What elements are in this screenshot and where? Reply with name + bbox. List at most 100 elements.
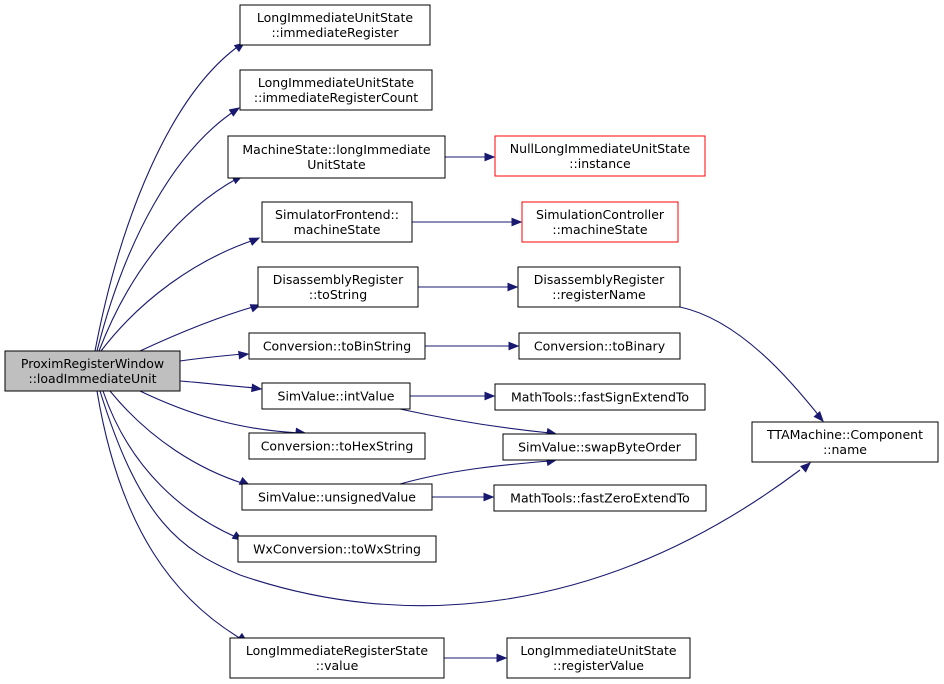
node-label-line: ::loadImmediateUnit — [29, 371, 157, 386]
edge-root-to-n2 — [96, 107, 241, 352]
edge-line — [139, 305, 257, 352]
node-box — [261, 382, 411, 410]
node-label-line: ProximRegisterWindow — [21, 356, 164, 371]
node-label-line: SimulatorFrontend:: — [275, 207, 399, 222]
edge-n19-to-n20 — [444, 653, 508, 663]
node-box — [239, 4, 431, 46]
edge-root-to-n5 — [100, 237, 261, 352]
node-label-line: Conversion::toBinString — [263, 339, 411, 354]
function-node[interactable]: SimValue::unsignedValue — [241, 483, 433, 511]
node-label-line: DisassemblyRegister — [273, 272, 404, 287]
node-box — [239, 69, 433, 111]
function-node[interactable]: SimulationController::machineState — [521, 201, 679, 243]
node-label-line: ::immediateRegisterCount — [254, 90, 418, 105]
edge-line — [679, 306, 821, 418]
node-label-line: SimulationController — [536, 207, 665, 222]
node-label-line: UnitState — [307, 157, 366, 172]
function-node[interactable]: SimValue::intValue — [261, 382, 411, 410]
function-node[interactable]: SimValue::swapByteOrder — [502, 433, 697, 461]
function-node[interactable]: LongImmediateUnitState::immediateRegiste… — [239, 69, 433, 111]
function-node[interactable]: SimulatorFrontend::machineState — [261, 201, 413, 243]
node-label-line: ::toString — [309, 287, 367, 302]
function-node[interactable]: DisassemblyRegister::registerName — [517, 266, 681, 308]
node-box — [248, 432, 426, 460]
edge-root-to-n11 — [179, 380, 263, 393]
node-box — [241, 483, 433, 511]
node-box — [521, 201, 679, 243]
node-label-line: NullLongImmediateUnitState — [510, 141, 691, 156]
edge-arrowhead — [483, 492, 495, 502]
edge-arrowhead — [496, 653, 508, 663]
edge-line — [94, 44, 241, 352]
edge-line — [96, 109, 237, 352]
edge-n8-to-n18 — [679, 306, 824, 423]
node-label-line: LongImmediateRegisterState — [246, 643, 428, 658]
edge-arrowhead — [484, 391, 496, 401]
node-label-line: SimValue::unsignedValue — [258, 490, 416, 505]
function-node[interactable]: NullLongImmediateUnitState::instance — [494, 135, 706, 177]
node-box — [493, 484, 707, 512]
function-node[interactable]: MathTools::fastSignExtendTo — [494, 383, 706, 411]
node-label-line: Conversion::toBinary — [534, 339, 666, 354]
edge-line — [109, 390, 246, 485]
function-node[interactable]: Conversion::toBinary — [518, 332, 681, 360]
node-label-line: ::name — [823, 442, 867, 457]
node-label-line: ::machineState — [552, 222, 648, 237]
root-function-node[interactable]: ProximRegisterWindow::loadImmediateUnit — [4, 350, 181, 392]
node-label-line: ::instance — [569, 156, 631, 171]
node-box — [248, 332, 426, 360]
function-node[interactable]: Conversion::toHexString — [248, 432, 426, 460]
node-label-line: MathTools::fastZeroExtendTo — [510, 491, 690, 506]
node-label-line: TTAMachine::Component — [766, 427, 923, 442]
edge-line — [99, 390, 801, 607]
edge-n15-to-n13 — [399, 457, 558, 485]
edge-n15-to-n16 — [432, 492, 495, 502]
edge-root-to-n7 — [139, 304, 262, 352]
edge-root-to-n3 — [98, 175, 244, 352]
node-label-line: ::registerName — [552, 287, 646, 302]
edge-arrowhead — [248, 237, 261, 246]
node-box — [751, 421, 939, 463]
edge-arrowhead — [251, 383, 263, 393]
function-node[interactable]: LongImmediateUnitState::immediateRegiste… — [239, 4, 431, 46]
node-box — [502, 433, 697, 461]
edge-line — [179, 353, 244, 362]
node-label-line: WxConversion::toWxString — [253, 542, 421, 557]
node-label-line: SimValue::intValue — [278, 389, 395, 404]
edge-line — [102, 390, 239, 539]
edge-arrowhead — [813, 410, 824, 423]
node-label-line: ::value — [316, 658, 359, 673]
edge-arrowhead — [484, 152, 496, 162]
edge-n11-to-n12 — [409, 391, 496, 401]
function-node[interactable]: DisassemblyRegister::toString — [257, 266, 419, 308]
node-label-line: Conversion::toHexString — [261, 439, 414, 454]
node-label-line: SimValue::swapByteOrder — [518, 440, 682, 455]
function-node[interactable]: TTAMachine::Component::name — [751, 421, 939, 463]
edge-n9-to-n10 — [425, 341, 520, 351]
node-box — [227, 135, 446, 179]
edge-root-to-n9 — [179, 350, 250, 362]
edge-arrowhead — [508, 341, 520, 351]
edge-line — [139, 390, 301, 434]
edge-root-to-n17 — [102, 390, 244, 541]
node-box — [494, 135, 706, 177]
edge-line — [100, 239, 255, 352]
node-box — [4, 350, 181, 392]
function-node[interactable]: WxConversion::toWxString — [237, 535, 437, 563]
edge-line — [399, 460, 551, 485]
node-box — [517, 266, 681, 308]
node-box — [261, 201, 413, 243]
nodes-layer: ProximRegisterWindow::loadImmediateUnitL… — [4, 4, 939, 679]
edge-n11-to-n13 — [399, 408, 558, 437]
function-node[interactable]: MathTools::fastZeroExtendTo — [493, 484, 707, 512]
edge-n7-to-n8 — [418, 282, 519, 292]
edge-root-to-n1 — [94, 42, 246, 352]
edge-line — [96, 390, 244, 641]
edge-line — [179, 380, 257, 389]
function-node[interactable]: LongImmediateUnitState::registerValue — [506, 637, 691, 679]
edge-root-to-n18 — [99, 390, 812, 607]
function-node[interactable]: LongImmediateRegisterState::value — [229, 637, 445, 679]
function-node[interactable]: Conversion::toBinString — [248, 332, 426, 360]
